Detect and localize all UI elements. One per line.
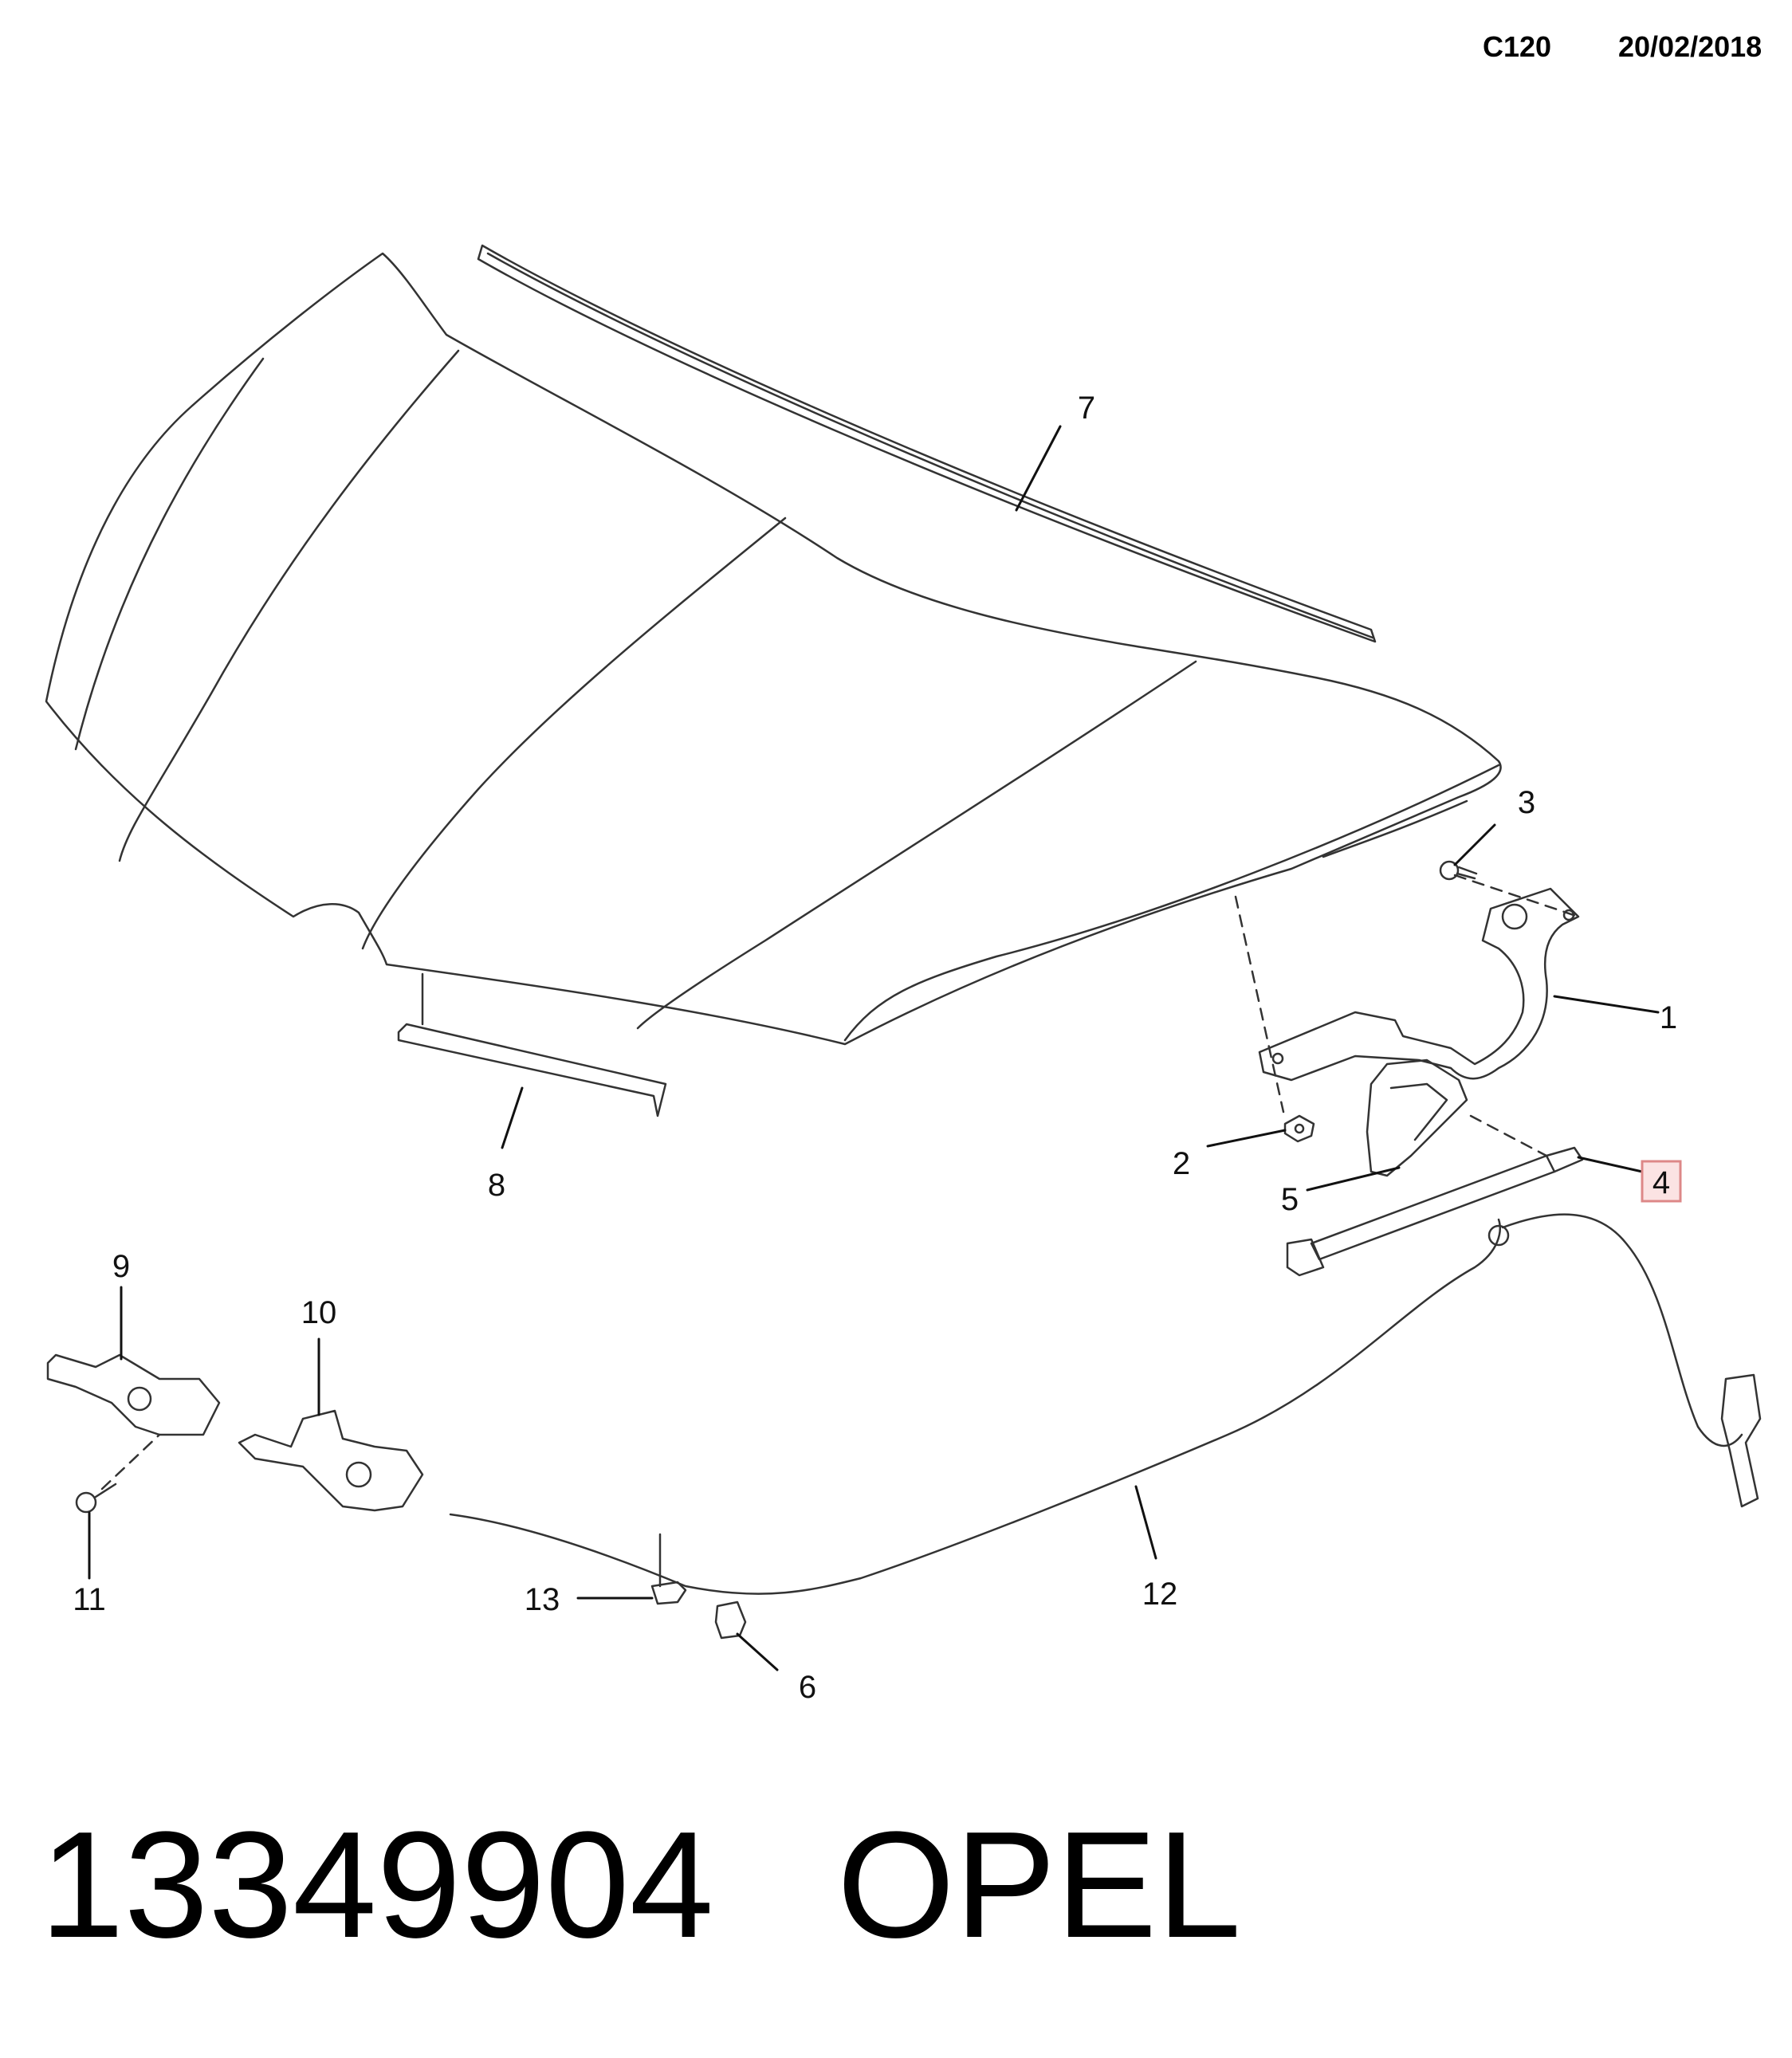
callout-5[interactable]: 5 — [1281, 1182, 1299, 1217]
callout-2[interactable]: 2 — [1173, 1146, 1190, 1181]
callout-4-highlight — [1641, 1160, 1682, 1203]
callout-6[interactable]: 6 — [799, 1670, 816, 1705]
callout-10[interactable]: 10 — [301, 1295, 337, 1330]
bolt-part-11 — [75, 1483, 117, 1514]
callout-9[interactable]: 9 — [112, 1249, 130, 1284]
callout-11[interactable]: 11 — [73, 1582, 106, 1617]
brand-name: OPEL — [837, 1801, 1241, 1970]
hood-hinge-part-1 — [1258, 887, 1580, 1082]
release-handle — [1720, 1373, 1762, 1508]
clip-part-13 — [650, 1533, 687, 1605]
callout-7[interactable]: 7 — [1078, 391, 1095, 426]
callout-3[interactable]: 3 — [1518, 785, 1535, 820]
bumper-part-6 — [714, 1600, 747, 1640]
nut-part-2 — [1283, 1114, 1315, 1143]
release-cable-part-12 — [449, 1213, 1743, 1595]
callout-12[interactable]: 12 — [1142, 1577, 1178, 1612]
seal-bar-part-8 — [397, 972, 667, 1117]
bracket-part-5 — [1366, 1058, 1468, 1177]
gas-strut-part-4 — [1286, 1146, 1584, 1277]
assembly-dash-lines — [100, 874, 1580, 1490]
hood-panel — [45, 252, 1502, 1046]
callout-4[interactable]: 4 — [1652, 1165, 1670, 1200]
callout-8[interactable]: 8 — [488, 1168, 505, 1203]
bolt-part-3 — [1439, 860, 1478, 881]
hood-latch-part-9 — [46, 1353, 221, 1436]
leader-lines — [88, 425, 1660, 1671]
callout-13[interactable]: 13 — [525, 1582, 560, 1617]
diagram-date: 20/02/2018 — [1618, 30, 1763, 63]
part-number: 13349904 — [40, 1801, 714, 1970]
diagram-code: C120 — [1483, 30, 1552, 63]
hood-latch-part-10 — [238, 1409, 424, 1512]
callout-1[interactable]: 1 — [1660, 1000, 1677, 1035]
weatherstrip-part-7 — [477, 244, 1377, 643]
